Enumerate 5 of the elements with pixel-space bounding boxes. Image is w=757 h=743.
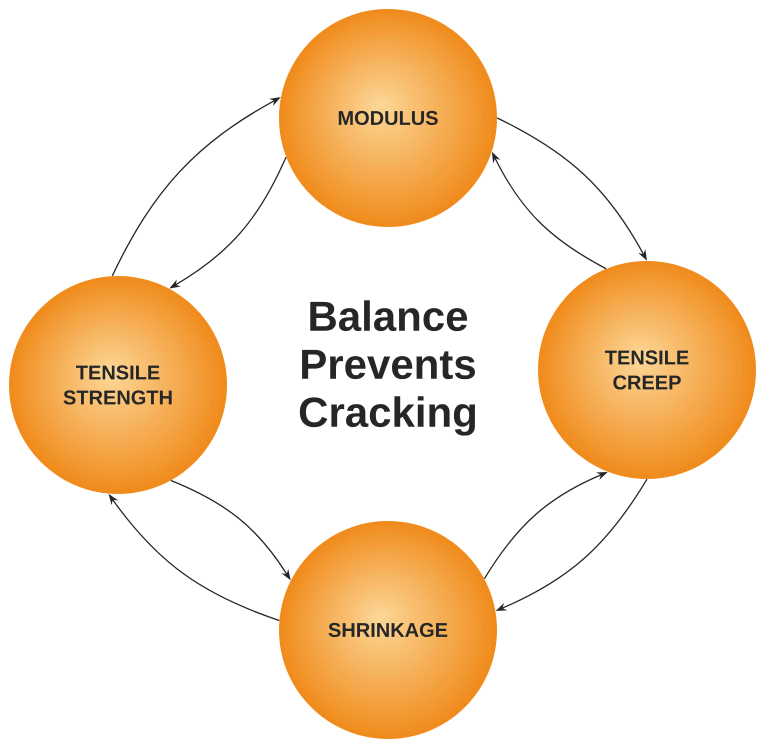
circle-node: TENSILE CREEP: [538, 260, 756, 479]
circle-node: MODULUS: [279, 8, 497, 227]
circle-node: TENSILE STRENGTH: [9, 276, 227, 494]
circle-node: SHRINKAGE: [279, 520, 497, 739]
center-heading: Balance Prevents Cracking: [300, 300, 476, 436]
